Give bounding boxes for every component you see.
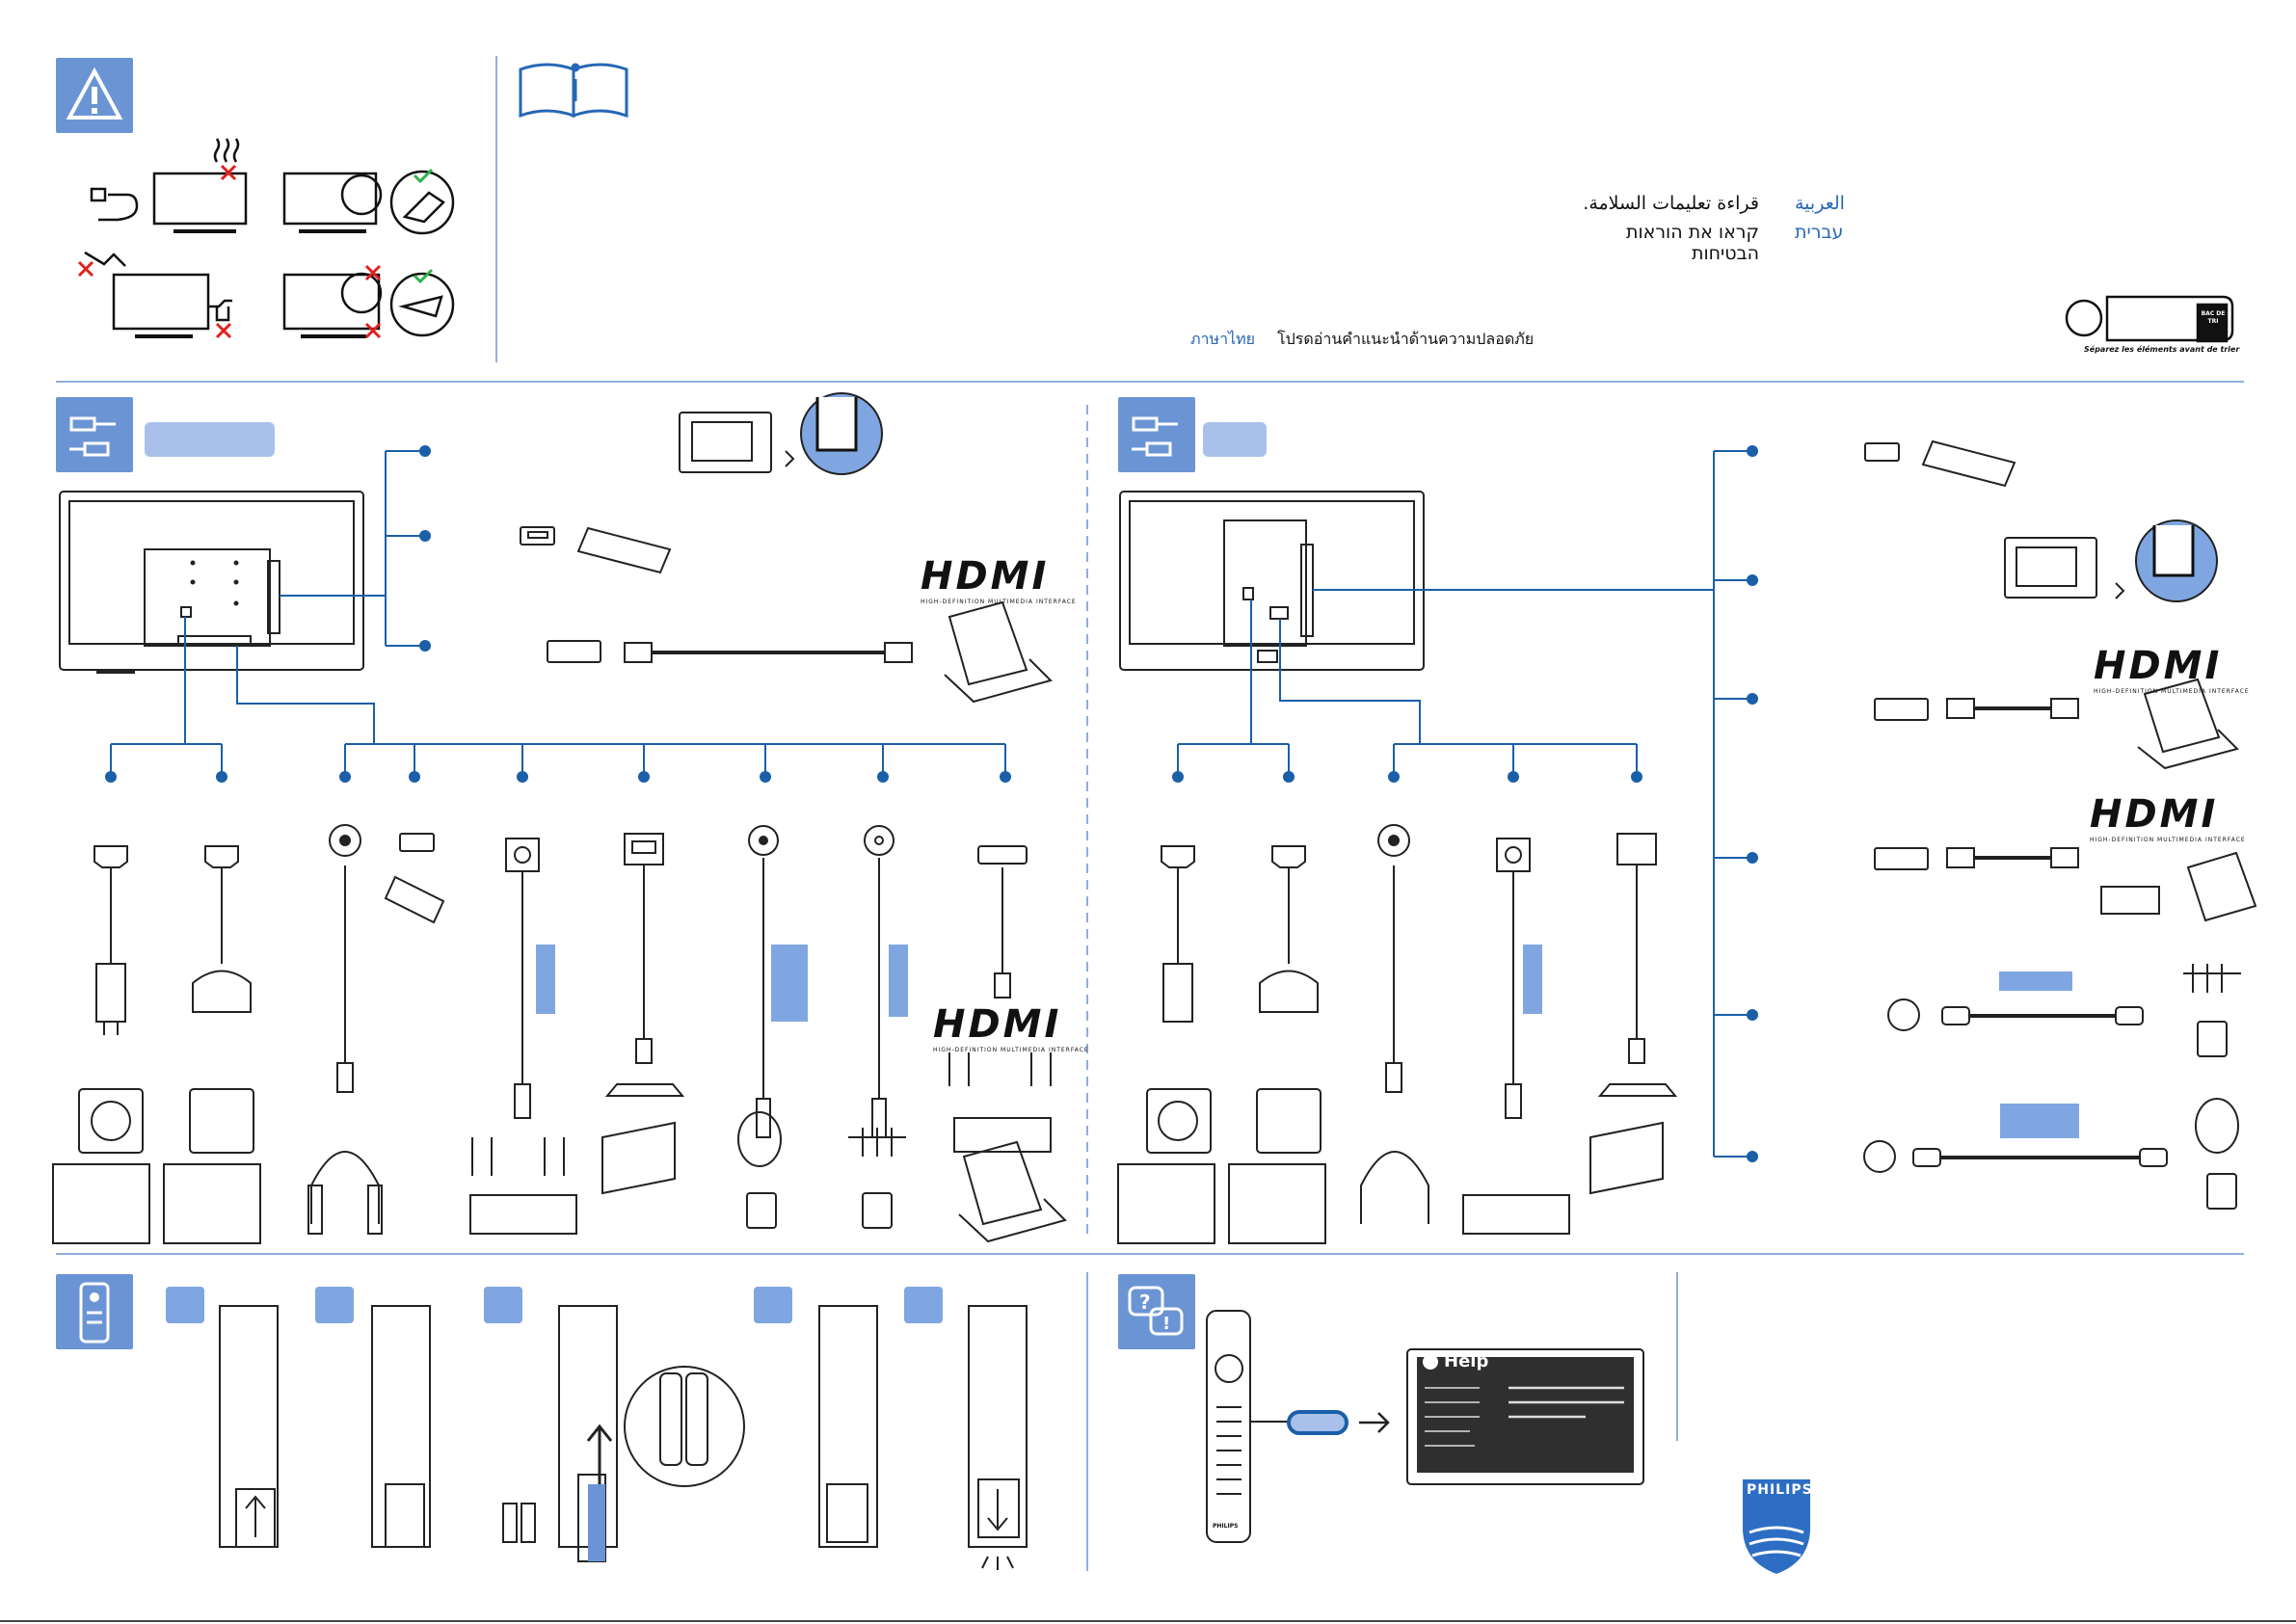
- hdmi-logo-a: HDMI HIGH-DEFINITION MULTIMEDIA INTERFAC…: [921, 554, 1077, 605]
- marker-optical-a: [536, 945, 555, 1014]
- tree-a-dots: [105, 445, 1011, 783]
- tree-b: [1177, 450, 1748, 1158]
- tree-a: [110, 450, 1006, 773]
- language-text-hebrew: קראו את הוראות הבטיחות: [1625, 222, 1759, 264]
- help-screen-title: Help: [1444, 1351, 1489, 1371]
- marker-optical-b: [1523, 945, 1542, 1014]
- safety-pictograms: [84, 138, 455, 338]
- help-screen-lines: [1425, 1386, 1624, 1447]
- step-box-5: [904, 1287, 943, 1323]
- tv-rear-b: [1119, 491, 1425, 671]
- language-name-arabic: العربية: [1795, 193, 1845, 214]
- language-name-hebrew: עברית: [1795, 222, 1844, 243]
- cable-connection-icon-b: [1118, 397, 1195, 472]
- cable-connection-icon: [56, 397, 133, 472]
- remote-brand-label: PHILIPS: [1213, 1523, 1239, 1530]
- devices-a-top: [520, 392, 1053, 704]
- cables-b: [1146, 824, 1678, 1235]
- manual-book-icon: [519, 63, 628, 119]
- marker-satellite-a: [889, 945, 908, 1017]
- safety-marks: [77, 164, 434, 339]
- language-text-arabic: قراءة تعليمات السلامة.: [1583, 193, 1759, 214]
- tv-rear-a: [59, 491, 364, 674]
- help-question-icon: ?!: [1118, 1274, 1195, 1349]
- hdmi-logo-a2: HDMI HIGH-DEFINITION MULTIMEDIA INTERFAC…: [933, 1002, 1089, 1053]
- step-box-1: [166, 1287, 204, 1323]
- philips-shield-logo: [1743, 1479, 1810, 1574]
- tree-b-dots: [1172, 445, 1758, 1162]
- marker-satellite-b: [2000, 1104, 2079, 1138]
- remote-icon: [56, 1274, 133, 1349]
- step-box-4: [754, 1287, 792, 1323]
- step-box-3: [484, 1287, 522, 1323]
- language-text-thai: โปรดอ่านคำแนะนำด้านความปลอดภัย: [1277, 330, 1535, 348]
- model-label-b: [1203, 422, 1267, 457]
- recycling-badge: BAC DE TRI: [2201, 310, 2226, 325]
- cables-a: [52, 824, 1326, 1244]
- help-flow: [1206, 1310, 1644, 1543]
- philips-brand-text: PHILIPS: [1747, 1482, 1813, 1498]
- hdmi-logo-b: HDMI HIGH-DEFINITION MULTIMEDIA INTERFAC…: [2094, 644, 2250, 695]
- model-label-a: [145, 422, 275, 457]
- warning-icon: [56, 58, 133, 133]
- step-box-2: [315, 1287, 354, 1323]
- svg-text:!: !: [1162, 1314, 1170, 1334]
- devices-b: [1863, 439, 2257, 1210]
- marker-antenna-a: [771, 945, 808, 1022]
- recycling-note: Séparez les éléments avant de trier: [2084, 345, 2240, 354]
- svg-text:?: ?: [1139, 1291, 1151, 1314]
- marker-antenna-b: [1999, 972, 2072, 991]
- recycling-pictogram: [2065, 295, 2234, 343]
- language-name-thai: ภาษาไทย: [1190, 330, 1256, 348]
- hdmi-logo-b2: HDMI HIGH-DEFINITION MULTIMEDIA INTERFAC…: [2090, 792, 2246, 843]
- remote-battery-steps: [219, 1305, 1028, 1570]
